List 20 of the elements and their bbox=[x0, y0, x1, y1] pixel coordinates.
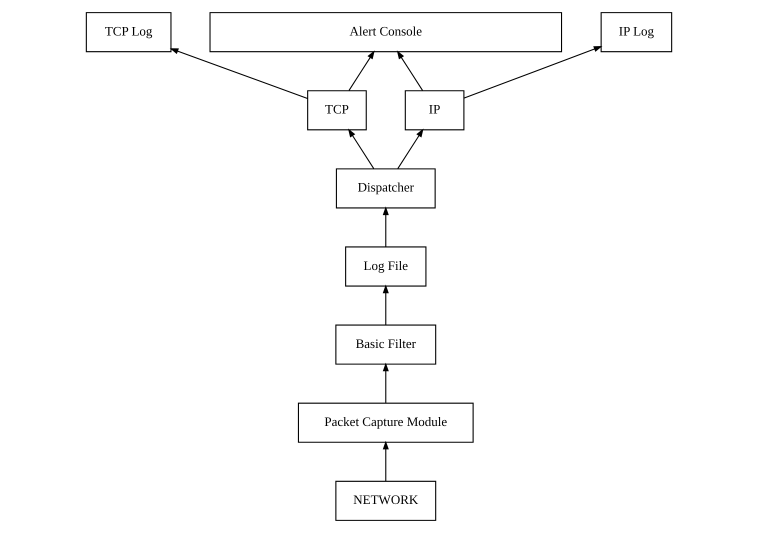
node-box: NETWORK bbox=[334, 480, 436, 521]
arrow bbox=[382, 440, 388, 481]
node-box: TCP Log bbox=[85, 12, 171, 52]
node-box: IP bbox=[404, 90, 464, 130]
arrow bbox=[382, 362, 388, 403]
node-box: Alert Console bbox=[208, 12, 562, 52]
arrow bbox=[382, 206, 388, 247]
arrow bbox=[169, 48, 308, 99]
node-box: Dispatcher bbox=[335, 168, 436, 208]
arrow bbox=[382, 284, 388, 325]
node-box: IP Log bbox=[600, 12, 672, 52]
arrow bbox=[396, 128, 424, 169]
node-box: Log File bbox=[344, 246, 426, 287]
node-box: Packet Capture Module bbox=[297, 402, 474, 443]
arrow bbox=[348, 50, 374, 91]
arrow bbox=[396, 50, 422, 91]
node-box: TCP bbox=[306, 90, 366, 130]
node-box: Basic Filter bbox=[334, 324, 436, 365]
arrow bbox=[348, 128, 374, 169]
arrow bbox=[463, 46, 602, 99]
